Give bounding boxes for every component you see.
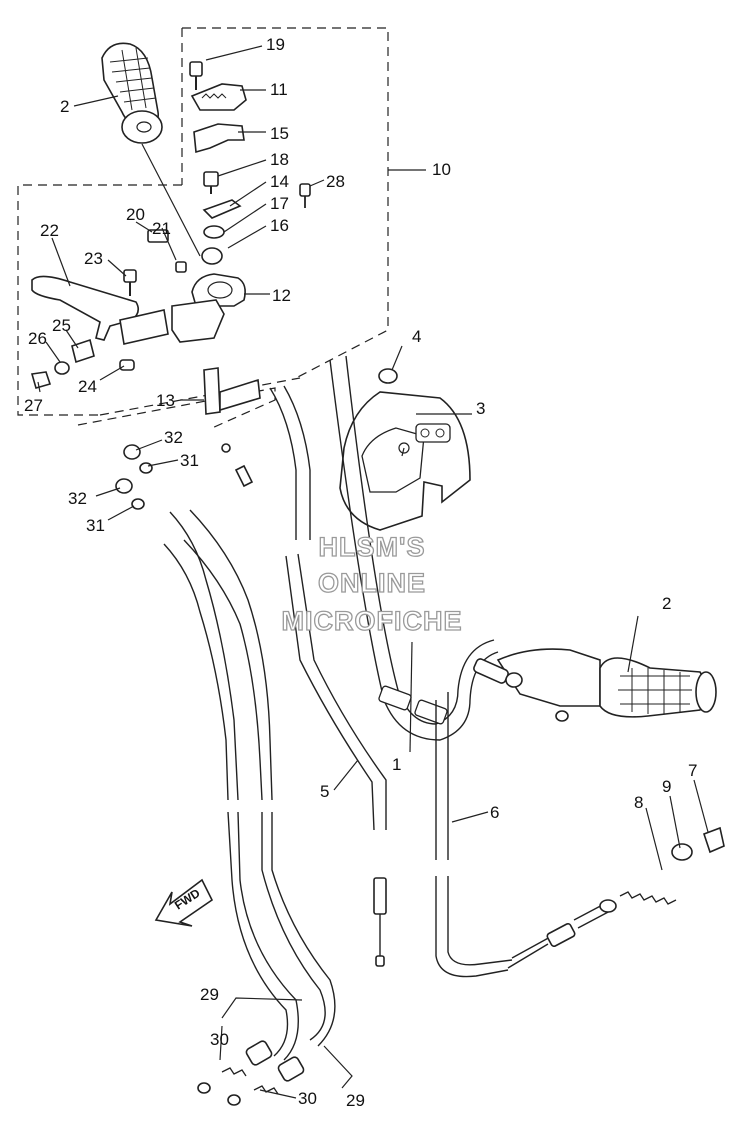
- callout-4: 4: [412, 327, 421, 346]
- callout-32-upper: 32: [164, 428, 183, 447]
- watermark: HLSM'S ONLINE MICROFICHE: [281, 531, 463, 636]
- callout-2-right: 2: [662, 594, 671, 613]
- callout-17: 17: [270, 194, 289, 213]
- callout-3: 3: [476, 399, 485, 418]
- callout-18: 18: [270, 150, 289, 169]
- callout-15: 15: [270, 124, 289, 143]
- hand-guard: [339, 368, 471, 531]
- callout-24: 24: [78, 377, 97, 396]
- callout-5: 5: [320, 782, 329, 801]
- callout-1: 1: [392, 755, 401, 774]
- callout-16: 16: [270, 216, 289, 235]
- leader-lines: [37, 45, 709, 1099]
- watermark-line-3: MICROFICHE: [282, 606, 463, 636]
- watermark-line-1: HLSM'S: [319, 532, 426, 562]
- watermark-line-2: ONLINE: [318, 568, 426, 598]
- cable-adjusters: [197, 1040, 305, 1106]
- callout-12: 12: [272, 286, 291, 305]
- callout-32-lower: 32: [68, 489, 87, 508]
- callout-8: 8: [634, 793, 643, 812]
- cable-5: [269, 385, 387, 967]
- cable-6: [435, 692, 513, 978]
- grip-left: [101, 42, 163, 144]
- callout-20: 20: [126, 205, 145, 224]
- throttle-housing-parts: [189, 61, 311, 307]
- callout-2-left: 2: [60, 97, 69, 116]
- cable-nuts: [115, 443, 254, 510]
- handlebar: [329, 355, 499, 741]
- callout-25: 25: [52, 316, 71, 335]
- callout-26: 26: [28, 329, 47, 348]
- lever-assembly: [30, 229, 261, 415]
- callout-31-lower: 31: [86, 516, 105, 535]
- callout-11: 11: [270, 80, 288, 99]
- callout-21: 21: [152, 219, 171, 238]
- assembly-box-10: [17, 27, 389, 429]
- cable-end-parts: [507, 826, 725, 969]
- fwd-arrow-icon: FWD: [154, 878, 214, 927]
- callout-14: 14: [270, 172, 289, 191]
- callout-labels: 2 19 11 15 18 14 28 10 17 16 20 21 22 23…: [24, 35, 697, 1110]
- callout-31-upper: 31: [180, 451, 199, 470]
- callout-6: 6: [490, 803, 499, 822]
- callout-29-upper: 29: [200, 985, 219, 1004]
- callout-10: 10: [432, 160, 451, 179]
- callout-30-lower: 30: [298, 1089, 317, 1108]
- callout-23: 23: [84, 249, 103, 268]
- cables-left: [163, 509, 336, 1061]
- callout-30-upper: 30: [210, 1030, 229, 1049]
- callout-19: 19: [266, 35, 285, 54]
- callout-28: 28: [326, 172, 345, 191]
- callout-7: 7: [688, 761, 697, 780]
- callout-29-lower: 29: [346, 1091, 365, 1110]
- callout-9: 9: [662, 777, 671, 796]
- grip-right: [473, 648, 717, 722]
- callout-27: 27: [24, 396, 43, 415]
- callout-13: 13: [156, 391, 175, 410]
- callout-22: 22: [40, 221, 59, 240]
